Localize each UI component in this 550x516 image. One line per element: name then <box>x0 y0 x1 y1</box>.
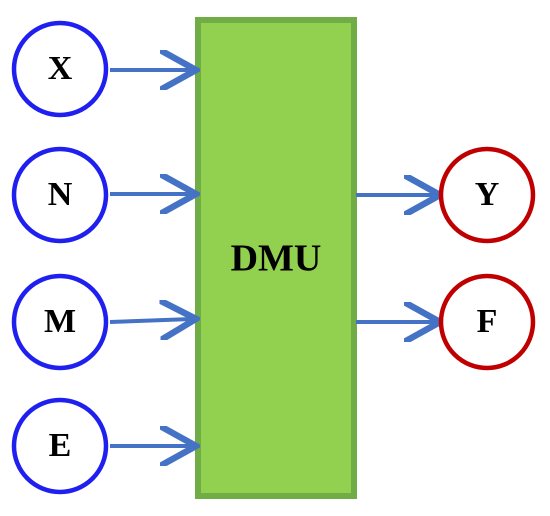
input-label-m: M <box>44 303 76 340</box>
input-arrow-m <box>109 319 192 322</box>
output-label-y: Y <box>475 176 500 213</box>
dmu-box <box>195 17 357 499</box>
output-node-y: Y <box>438 146 536 244</box>
input-label-n: N <box>48 176 73 213</box>
input-node-x: X <box>11 20 109 118</box>
output-label-f: F <box>477 303 498 340</box>
input-node-e: E <box>11 397 109 495</box>
output-node-f: F <box>438 273 536 371</box>
input-label-e: E <box>49 427 72 464</box>
input-node-m: M <box>11 273 109 371</box>
dmu-label: DMU <box>231 238 322 280</box>
input-node-n: N <box>11 146 109 244</box>
input-label-x: X <box>48 50 73 87</box>
